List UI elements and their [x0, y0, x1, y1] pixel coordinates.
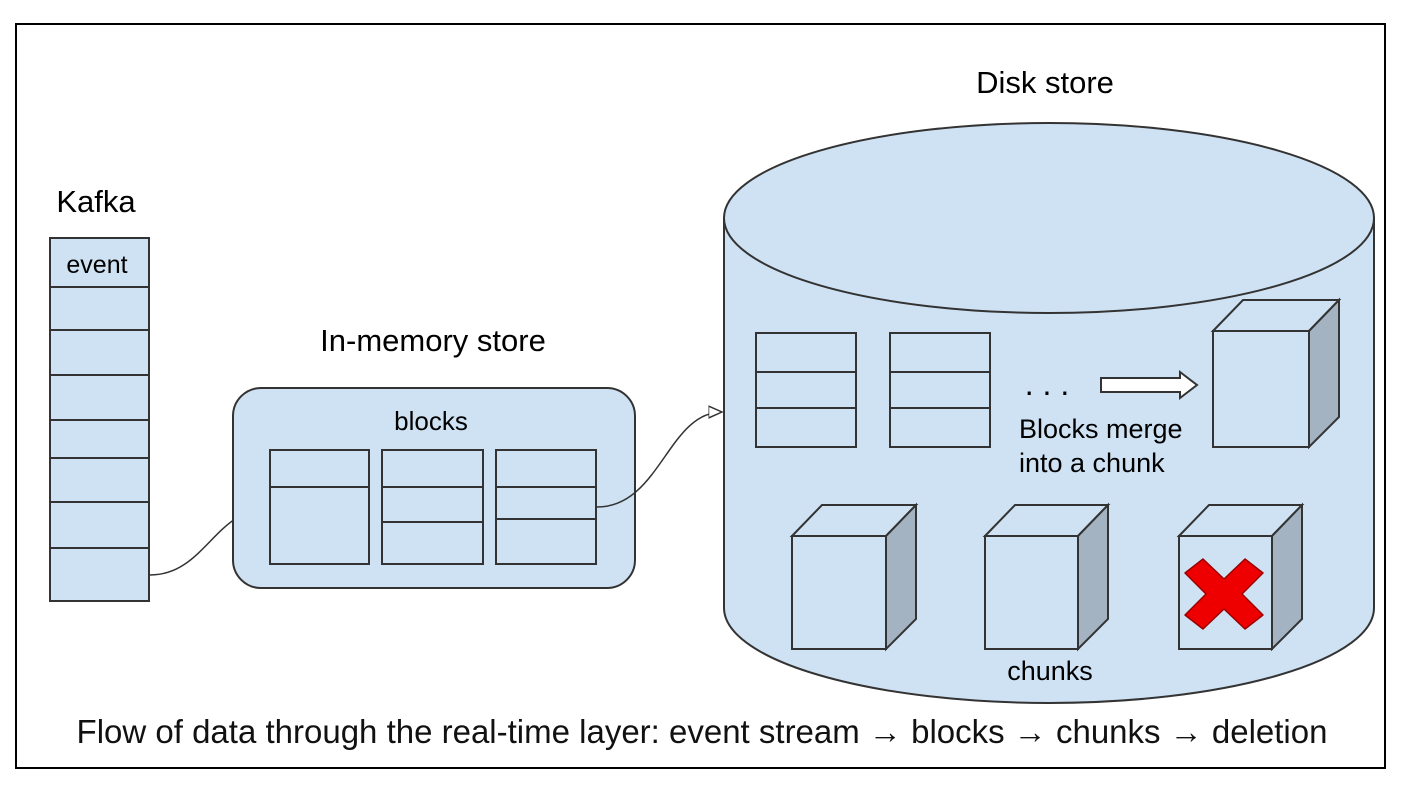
chunks-label: chunks: [1007, 656, 1093, 686]
merged-chunk-cube: [1210, 297, 1342, 450]
disk-block-1: [755, 332, 857, 448]
chunk-cube-deleted: [1176, 502, 1305, 652]
event-label: event: [66, 251, 127, 279]
kafka-queue: [49, 237, 150, 602]
chunk-cube-2: [982, 502, 1111, 652]
in-memory-store-label: In-memory store: [320, 323, 546, 358]
disk-store-label: Disk store: [976, 65, 1114, 100]
memory-block-2: [381, 449, 484, 565]
hollow-arrow-icon: [1100, 369, 1199, 401]
memory-block-1: [269, 449, 370, 565]
merge-label-line2: into a chunk: [1019, 448, 1165, 478]
memory-to-disk-arrow: [596, 412, 722, 508]
red-x-icon: [1184, 558, 1264, 630]
ellipsis-label: . . .: [1025, 366, 1069, 402]
kafka-label: Kafka: [56, 184, 136, 219]
blocks-label: blocks: [394, 406, 468, 436]
merge-label-line1: Blocks merge: [1019, 414, 1183, 444]
figure-caption: Flow of data through the real-time layer…: [76, 713, 1328, 750]
memory-block-3: [495, 449, 597, 565]
chunk-cube-1: [789, 502, 919, 652]
disk-block-2: [889, 332, 991, 448]
